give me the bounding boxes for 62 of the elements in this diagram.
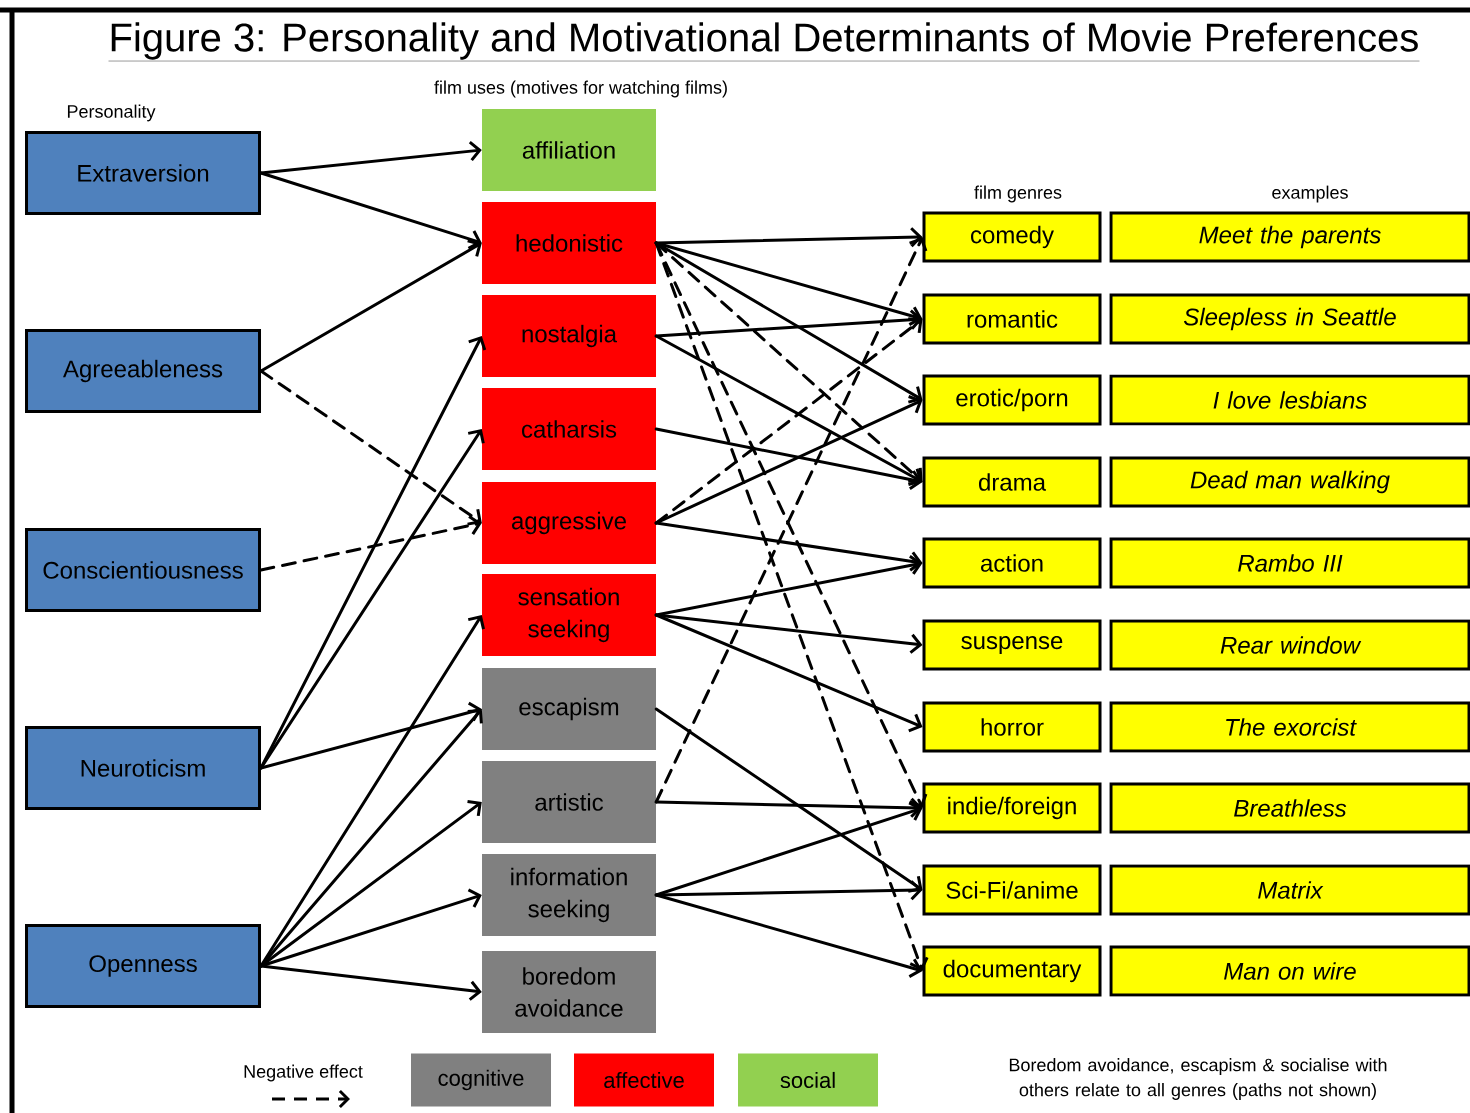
arrow	[654, 241, 929, 971]
example-box: Man on wire	[1109, 945, 1470, 997]
motive-box: hedonistic	[482, 202, 656, 284]
arrow	[654, 707, 923, 893]
example-box: The exorcist	[1109, 701, 1470, 753]
genre-box: comedy	[922, 211, 1102, 263]
arrow	[259, 799, 482, 968]
note: Boredom avoidance, escapism & socialise with others relate to all genres (paths not shown)	[1009, 1058, 1387, 1100]
example-box: I love lesbians	[1109, 374, 1470, 426]
genre-box: romantic	[922, 293, 1102, 345]
arrow	[259, 239, 482, 373]
arrow	[654, 797, 923, 818]
trait-box: Extraversion	[25, 131, 261, 215]
motive-box: information seeking	[482, 854, 656, 936]
arrow	[259, 141, 482, 175]
trait-box: Openness	[25, 924, 261, 1008]
motive-box: boredom avoidance	[482, 951, 656, 1033]
arrow	[654, 880, 923, 901]
arrow	[259, 701, 482, 770]
column-heading: film genres	[974, 185, 1062, 203]
trait-box: Conscientiousness	[25, 528, 261, 612]
arrow	[259, 369, 482, 526]
arrow	[654, 613, 923, 733]
motive-box: catharsis	[482, 388, 656, 470]
example-box: Sleepless in Seattle	[1109, 293, 1470, 345]
genre-box: Sci-Fi/anime	[922, 864, 1102, 916]
motive-box: aggressive	[482, 482, 656, 564]
example-box: Matrix	[1109, 864, 1470, 916]
genre-box: drama	[922, 456, 1102, 508]
arrow	[259, 429, 485, 770]
arrow	[654, 893, 923, 978]
example-box: Meet the parents	[1109, 211, 1470, 263]
motive-box: nostalgia	[482, 295, 656, 377]
motive-box: affiliation	[482, 109, 656, 191]
motive-box: artistic	[482, 761, 656, 843]
genre-box: indie/foreign	[922, 782, 1102, 834]
arrow	[259, 964, 482, 1001]
genre-box: horror	[922, 701, 1102, 753]
arrow	[654, 521, 923, 572]
title: Figure 3: Personality and Motivational Determinants of Movie Preferences	[108, 22, 1420, 62]
arrow	[654, 555, 923, 617]
motive-box: escapism	[482, 668, 656, 750]
arrow	[259, 171, 482, 250]
arrow	[654, 227, 923, 248]
genre-box: suspense	[922, 619, 1102, 671]
arrow	[654, 395, 923, 525]
legend-label: Negative effect	[244, 1064, 363, 1082]
arrow	[654, 309, 923, 338]
trait-box: Agreeableness	[25, 329, 261, 413]
arrow	[259, 515, 482, 572]
genre-box: erotic/porn	[922, 374, 1102, 426]
arrow	[654, 334, 923, 486]
trait-box: Neuroticism	[25, 726, 261, 810]
genre-box: documentary	[922, 945, 1102, 997]
example-box: Rambo III	[1109, 537, 1470, 589]
example-box: Rear window	[1109, 619, 1470, 671]
example-box: Breathless	[1109, 782, 1470, 834]
example-box: Dead man walking	[1109, 456, 1470, 508]
motive-box: sensation seeking	[482, 574, 656, 656]
arrow	[654, 427, 923, 490]
arrow	[259, 888, 482, 968]
genre-box: action	[922, 537, 1102, 589]
